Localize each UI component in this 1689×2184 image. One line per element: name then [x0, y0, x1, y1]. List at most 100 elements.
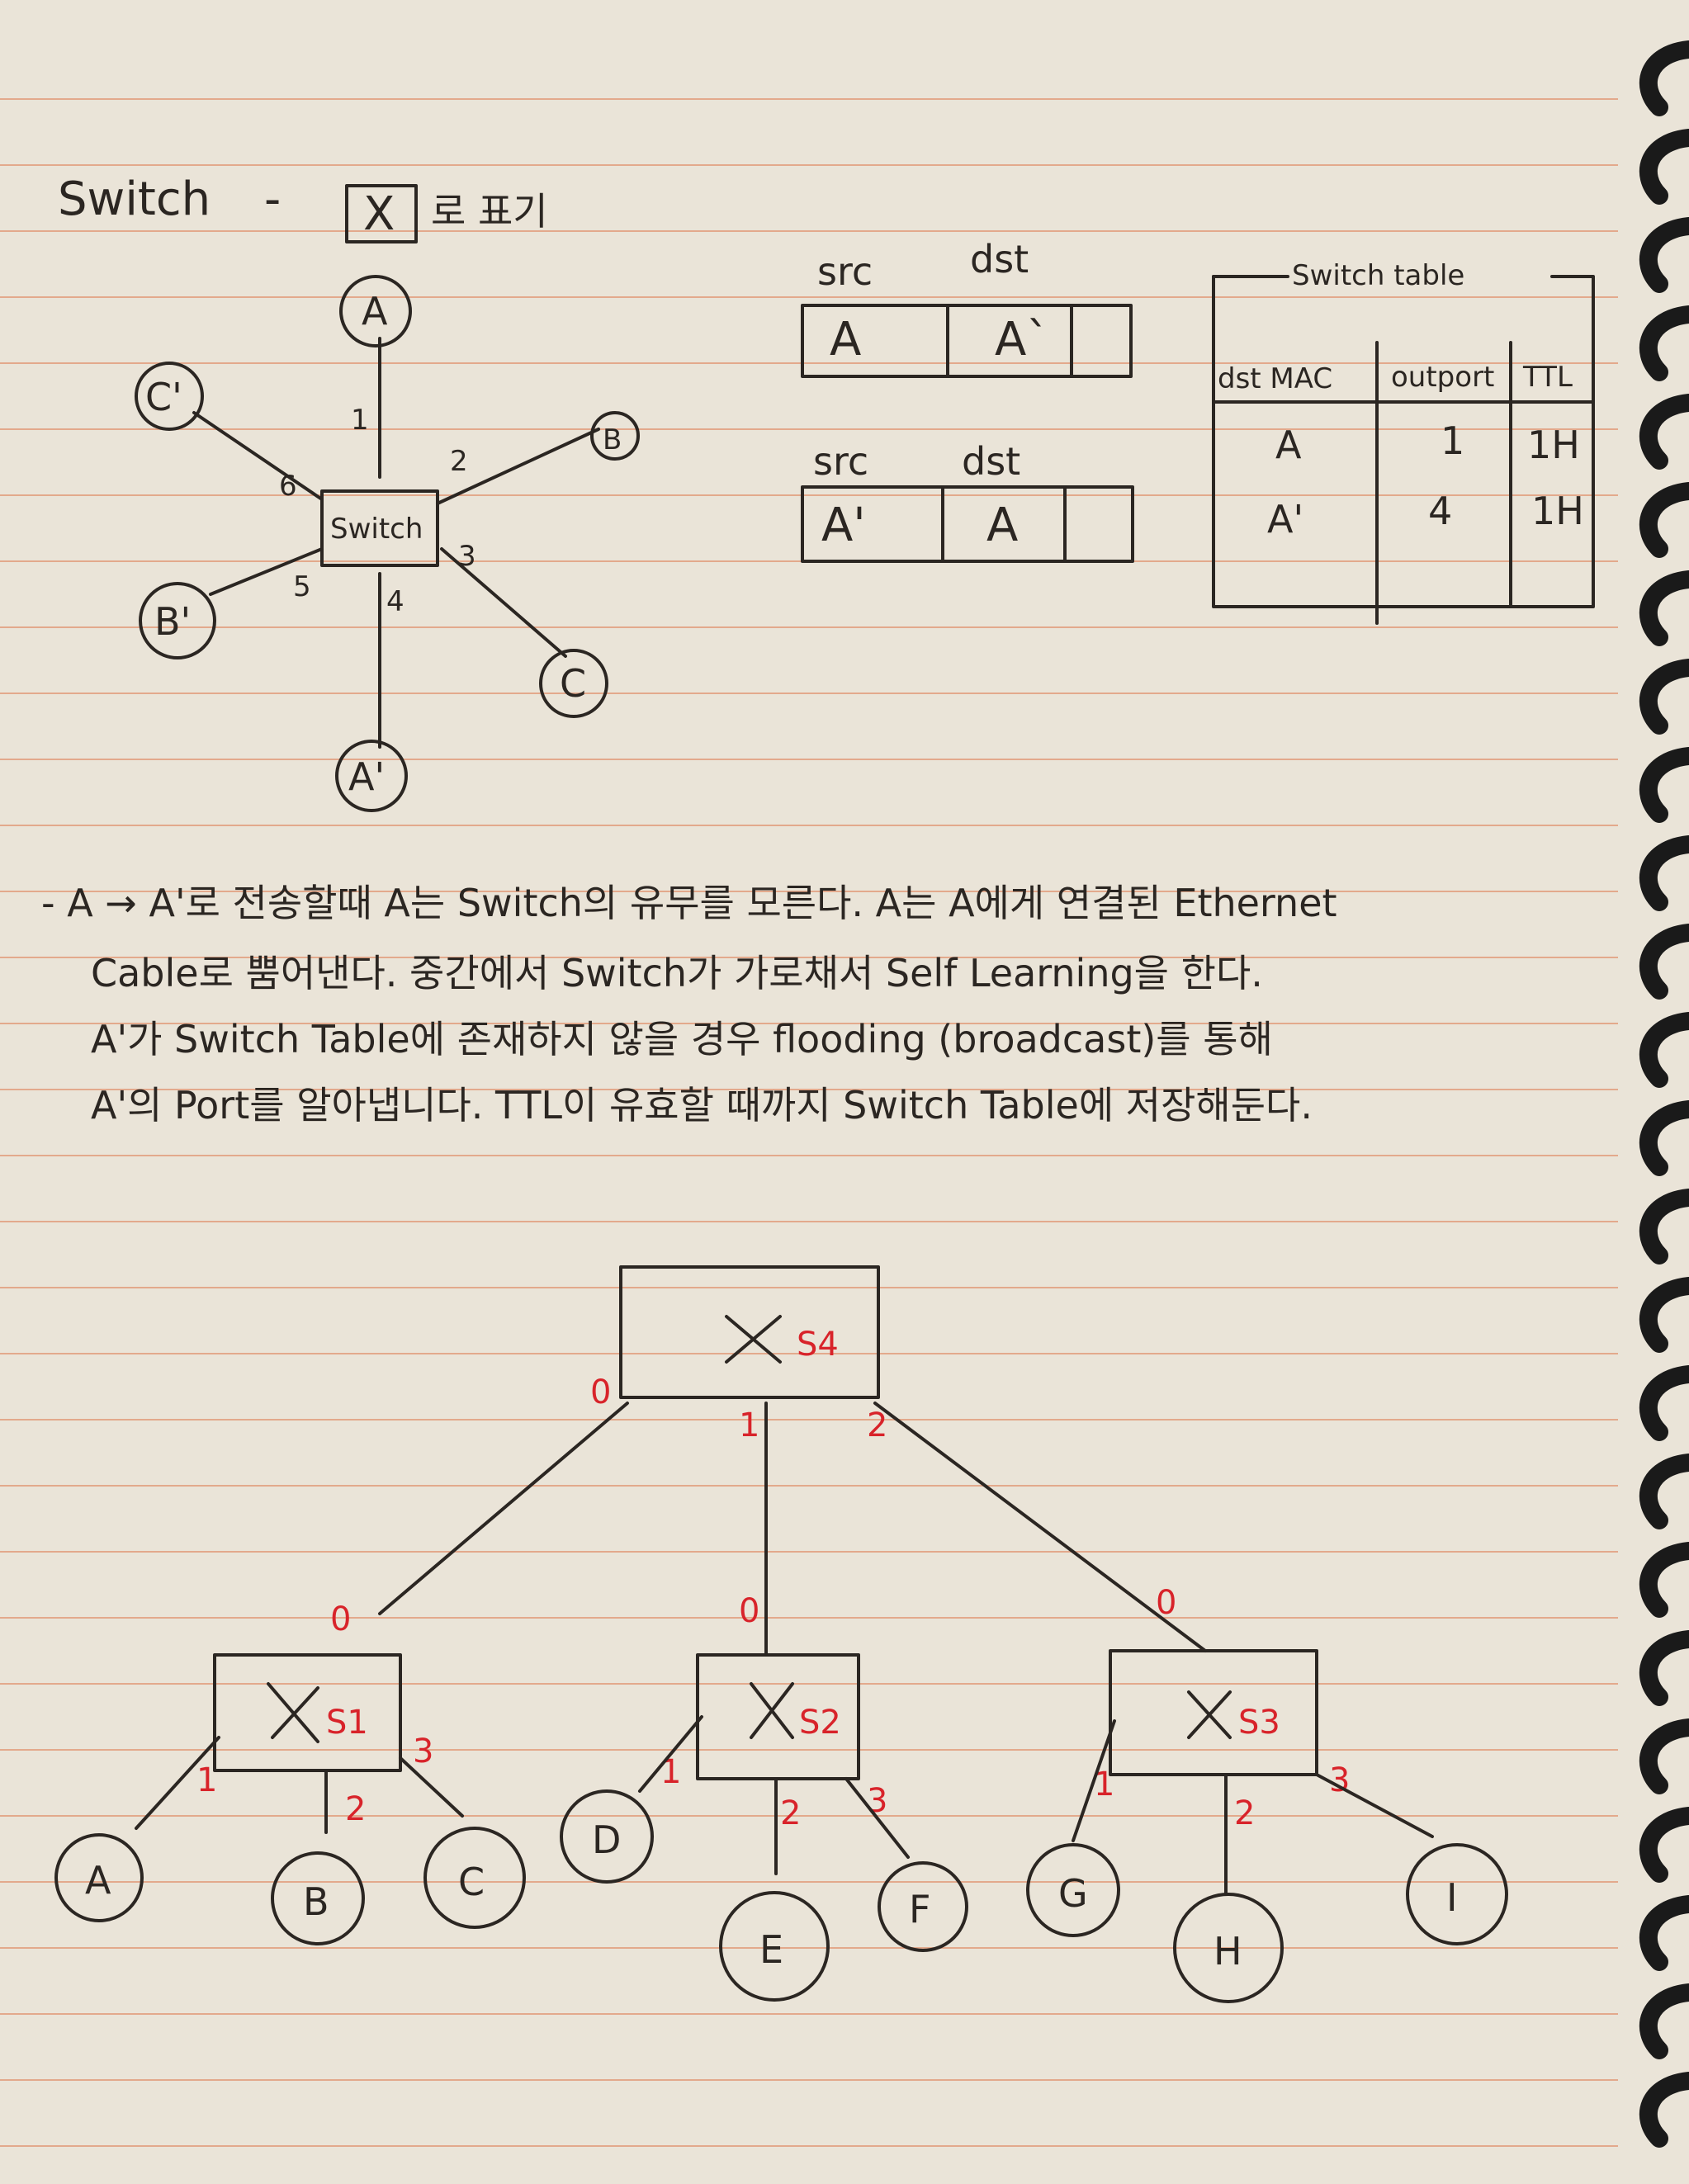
- header-dash: -: [264, 173, 281, 226]
- note-line-2: Cable로 뿜어낸다. 중간에서 Switch가 가로채서 Self Lear…: [91, 951, 1263, 995]
- uplink-s1: [378, 1402, 629, 1615]
- switch-s2-name: S2: [799, 1704, 841, 1742]
- host-c-circle: [423, 1827, 526, 1929]
- s3-port-3: 3: [1329, 1761, 1350, 1799]
- port-5: 5: [293, 570, 311, 603]
- switch-s3-box: [1109, 1649, 1318, 1776]
- header-symbol-note: 로 표기: [431, 189, 548, 234]
- s4-port-1: 1: [739, 1406, 759, 1444]
- switch-s2-x: [750, 1682, 794, 1739]
- host-i-label: I: [1446, 1875, 1458, 1920]
- node-a-prime-label: A': [348, 754, 385, 799]
- host-h-label: H: [1214, 1929, 1242, 1974]
- spiral-binding: [1639, 40, 1689, 2148]
- node-c-prime-circle: [135, 362, 204, 431]
- frame-1-dst: A`: [995, 313, 1049, 366]
- spiral-ring: [1639, 1630, 1689, 1706]
- note-line-3: A'가 Switch Table에 존재하지 않을 경우 flooding (b…: [91, 1017, 1273, 1061]
- s3-link-g: [1072, 1719, 1116, 1842]
- note-line-1: - A → A'로 전송할때 A는 Switch의 유무를 모른다. A는 A에…: [41, 881, 1337, 925]
- spiral-ring: [1639, 217, 1689, 293]
- switch-s4-box: [619, 1265, 880, 1399]
- port-2: 2: [450, 445, 468, 478]
- frame-2: src dst A' A: [801, 439, 1134, 563]
- switch-table-row-1-mac: A: [1275, 423, 1302, 467]
- host-f-circle: [878, 1861, 968, 1952]
- switch-symbol: X: [363, 187, 395, 241]
- switch-tree: S4 0 1 2 S1 0 1 2 3 A B C S2 0 1 2 3: [54, 1265, 1508, 2003]
- spiral-ring: [1639, 1895, 1689, 1971]
- host-b-circle: [271, 1851, 365, 1945]
- switch-s3-x: [1187, 1690, 1232, 1739]
- s4-port-0: 0: [590, 1373, 611, 1411]
- switch-table-row-2-port: 4: [1428, 489, 1452, 533]
- node-a-circle: [339, 275, 412, 347]
- switch-s1-box: [213, 1653, 402, 1772]
- s1-port-1: 1: [196, 1761, 217, 1799]
- s2-link-d: [638, 1715, 703, 1793]
- s2-port-3: 3: [867, 1782, 887, 1820]
- spiral-ring: [1639, 1718, 1689, 1794]
- s2-port-1: 1: [660, 1753, 681, 1791]
- frame-1-src: A: [830, 313, 861, 366]
- spiral-ring: [1639, 924, 1689, 1000]
- s1-link-a: [135, 1736, 220, 1830]
- link-c-prime: [192, 411, 324, 501]
- spiral-ring: [1639, 835, 1689, 911]
- s3-uplink-port: 0: [1156, 1584, 1176, 1622]
- host-b-label: B: [303, 1879, 329, 1924]
- node-a-label: A: [362, 289, 388, 333]
- s1-uplink-port: 0: [330, 1600, 351, 1638]
- spiral-ring: [1639, 40, 1689, 116]
- host-e-label: E: [759, 1927, 783, 1972]
- node-c-label: C: [560, 661, 586, 706]
- node-b-circle: [590, 411, 640, 461]
- switch-s2-box: [696, 1653, 860, 1780]
- switch-table-outline: [1212, 275, 1595, 608]
- s2-link-f: [844, 1777, 910, 1859]
- spiral-ring: [1639, 747, 1689, 823]
- ruled-lines: [0, 98, 1618, 2147]
- spiral-ring: [1639, 1012, 1689, 1088]
- port-6: 6: [279, 470, 297, 503]
- spiral-ring: [1639, 1365, 1689, 1441]
- switch-table: Switch table dst MAC outport TTL A 1 1H …: [1212, 259, 1595, 625]
- host-i-circle: [1406, 1843, 1508, 1945]
- host-h-circle: [1173, 1893, 1284, 2003]
- spiral-ring: [1639, 570, 1689, 646]
- frame-2-src-label: src: [813, 439, 868, 484]
- port-1: 1: [351, 404, 369, 437]
- spiral-ring: [1639, 659, 1689, 735]
- switch-box: [320, 489, 439, 567]
- spiral-ring: [1639, 1277, 1689, 1353]
- s2-uplink-port: 0: [739, 1592, 759, 1630]
- port-3: 3: [458, 540, 476, 573]
- node-c-prime-label: C': [145, 375, 182, 419]
- spiral-ring: [1639, 1454, 1689, 1529]
- spiral-ring: [1639, 1100, 1689, 1176]
- switch-s4-name: S4: [797, 1326, 839, 1364]
- switch-symbol-box: [345, 184, 418, 243]
- host-e-circle: [719, 1891, 830, 2002]
- notes: - A → A'로 전송할때 A는 Switch의 유무를 모른다. A는 A에…: [41, 881, 1337, 1127]
- spiral-ring: [1639, 129, 1689, 205]
- host-d-label: D: [592, 1818, 621, 1862]
- s1-port-2: 2: [345, 1790, 366, 1828]
- switch-box-label: Switch: [330, 513, 423, 546]
- frame-2-box: [801, 485, 1134, 563]
- switch-s1-x: [267, 1682, 319, 1743]
- switch-table-title: Switch table: [1292, 259, 1464, 292]
- host-g-label: G: [1058, 1871, 1088, 1916]
- host-g-circle: [1026, 1843, 1120, 1937]
- spiral-ring: [1639, 394, 1689, 470]
- frame-1-dst-label: dst: [970, 237, 1029, 281]
- frame-1-src-label: src: [817, 249, 873, 294]
- switch-s3-name: S3: [1238, 1704, 1280, 1742]
- frame-2-dst: A: [986, 499, 1018, 552]
- node-a-prime-circle: [335, 740, 408, 812]
- s3-port-2: 2: [1234, 1794, 1255, 1832]
- switch-table-header-dst-mac: dst MAC: [1218, 362, 1332, 395]
- uplink-s3: [873, 1402, 1207, 1652]
- switch-table-row-2-mac: A': [1267, 497, 1303, 541]
- switch-table-row-1-port: 1: [1441, 418, 1464, 463]
